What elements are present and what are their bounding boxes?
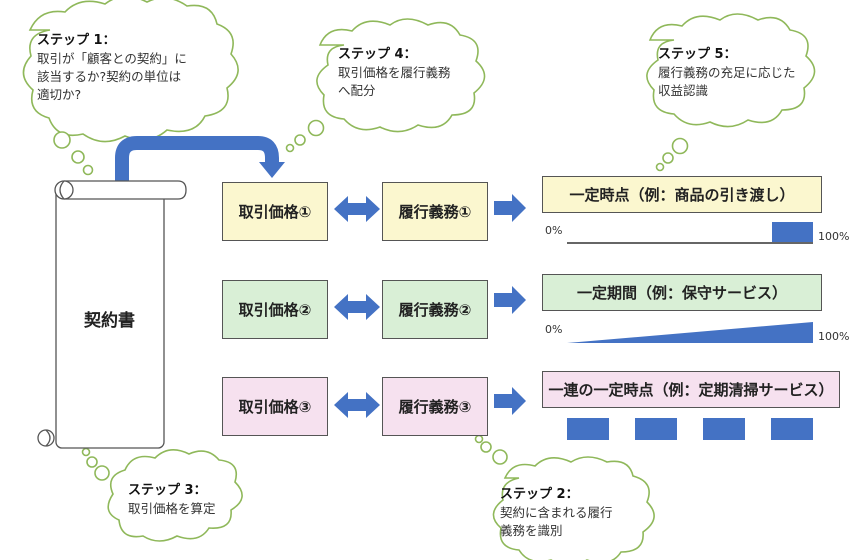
right-arrow-row2 <box>494 286 526 314</box>
progress-end-row2: 100% <box>818 330 850 343</box>
progress-start-row1: 0% <box>545 224 563 237</box>
performance-obligation-1: 履行義務① <box>382 182 488 241</box>
step1-line: 該当するか?契約の単位は <box>37 69 182 84</box>
step1-bubble <box>71 150 85 164</box>
series-block <box>635 418 677 440</box>
recognition-series-points: 一連の一定時点（例：定期清掃サービス） <box>542 371 840 408</box>
step3-bubble <box>94 465 110 481</box>
contract-scroll <box>37 180 187 449</box>
recognition-over-time: 一定期間（例：保守サービス） <box>542 274 822 311</box>
transaction-price-2: 取引価格② <box>222 280 328 339</box>
over-time-wedge <box>567 322 813 343</box>
step2-title: ステップ 2： <box>500 487 579 502</box>
step4-bubble <box>285 143 295 153</box>
performance-obligation-2: 履行義務② <box>382 280 488 339</box>
contract-label: 契約書 <box>84 311 135 331</box>
transaction-price-1: 取引価格① <box>222 182 328 241</box>
step5-text: ステップ 5： 履行義務の充足に応じた 収益認識 <box>658 46 796 100</box>
double-arrow-row3 <box>334 392 380 418</box>
step2-line: 契約に含まれる履行 <box>500 505 613 520</box>
series-blocks <box>567 418 813 440</box>
step5-bubble <box>655 162 665 172</box>
step2-bubble <box>480 441 492 453</box>
step2-bubble <box>492 449 508 465</box>
double-arrow-row1 <box>334 196 380 222</box>
step3-bubble <box>81 447 91 457</box>
performance-obligation-3: 履行義務③ <box>382 377 488 436</box>
step1-text: ステップ 1： 取引が「顧客との契約」に 該当するか?契約の単位は 適切か? <box>37 32 187 104</box>
series-block <box>567 418 609 440</box>
step4-line: へ配分 <box>338 83 376 98</box>
step2-text: ステップ 2： 契約に含まれる履行 義務を識別 <box>500 486 613 540</box>
step1-line: 適切か? <box>37 87 82 102</box>
step4-text: ステップ 4： 取引価格を履行義務 へ配分 <box>338 46 451 100</box>
step3-bubble <box>86 456 98 468</box>
step3-title: ステップ 3： <box>128 483 207 498</box>
step1-bubble <box>82 164 94 176</box>
progress-end-row1: 100% <box>818 230 850 243</box>
allocation-curved-arrow <box>115 136 279 183</box>
right-arrow-row3 <box>494 387 526 415</box>
step5-line: 収益認識 <box>658 83 709 98</box>
step3-text: ステップ 3： 取引価格を算定 <box>128 482 216 518</box>
step4-line: 取引価格を履行義務 <box>338 65 451 80</box>
step5-bubble <box>662 152 674 164</box>
step2-cloud <box>492 456 655 560</box>
step1-line: 取引が「顧客との契約」に <box>37 51 187 66</box>
step4-cloud <box>316 18 486 133</box>
recognition-point-in-time: 一定時点（例：商品の引き渡し） <box>542 176 822 213</box>
step1-cloud <box>22 0 239 143</box>
step2-line: 義務を識別 <box>500 523 563 538</box>
step5-title: ステップ 5： <box>658 47 737 62</box>
step3-cloud <box>107 449 243 542</box>
step4-bubble <box>307 119 325 137</box>
double-arrow-row2 <box>334 294 380 320</box>
right-arrow-row1 <box>494 194 526 222</box>
step1-title: ステップ 1： <box>37 33 116 48</box>
point-block-row1 <box>772 222 813 242</box>
series-block <box>703 418 745 440</box>
allocation-arrowhead <box>259 162 285 178</box>
step4-bubble <box>294 134 306 146</box>
transaction-price-3: 取引価格③ <box>222 377 328 436</box>
step5-line: 履行義務の充足に応じた <box>658 65 796 80</box>
step4-title: ステップ 4： <box>338 47 417 62</box>
step5-bubble <box>671 137 689 155</box>
progress-start-row2: 0% <box>545 323 563 336</box>
step3-line: 取引価格を算定 <box>128 501 216 516</box>
step2-bubble <box>474 434 484 444</box>
step5-cloud <box>646 13 816 128</box>
step1-bubble <box>53 131 71 149</box>
series-block <box>771 418 813 440</box>
